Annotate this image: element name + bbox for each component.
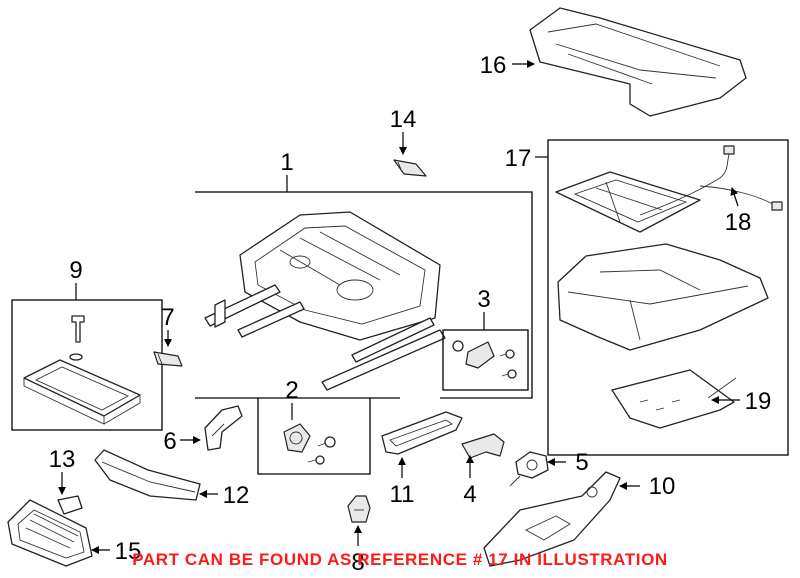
part-11-frame xyxy=(381,411,463,455)
callout-13: 13 xyxy=(49,446,76,473)
callout-1: 1 xyxy=(280,149,293,176)
part-14-connector xyxy=(393,159,427,177)
part-13-clip xyxy=(57,495,83,515)
callout-5: 5 xyxy=(575,449,588,476)
callout-16: 16 xyxy=(480,52,507,79)
seat-frame-group xyxy=(195,175,533,475)
callout-9: 9 xyxy=(69,257,82,284)
part-6-cover xyxy=(204,405,243,451)
callout-2: 2 xyxy=(285,377,298,404)
seat-cushion-foam xyxy=(557,243,769,351)
part-7-cap xyxy=(153,351,183,367)
callout-7: 7 xyxy=(161,304,174,331)
callout-3: 3 xyxy=(477,286,490,313)
part-16-seat-cushion-cover xyxy=(529,7,747,117)
wiring-harness xyxy=(639,145,783,216)
part-5-motor xyxy=(509,451,549,487)
component-17-box xyxy=(547,139,789,456)
callout-15: 15 xyxy=(115,538,142,565)
seat-frame xyxy=(204,211,446,391)
callout-19: 19 xyxy=(745,388,772,415)
callout-4: 4 xyxy=(463,481,476,508)
part-12-trim xyxy=(94,449,201,501)
callout-18-arrow xyxy=(730,187,739,207)
part-15-drawer xyxy=(7,499,93,567)
callout-12: 12 xyxy=(223,482,250,509)
part-19-mat xyxy=(611,369,737,429)
callout-6: 6 xyxy=(163,428,176,455)
callout-8: 8 xyxy=(351,549,364,576)
part-8-switch xyxy=(347,495,371,523)
component-3-box xyxy=(442,329,529,391)
callout-11: 11 xyxy=(390,481,415,508)
callout-14: 14 xyxy=(390,106,417,133)
frame-box-outline xyxy=(195,191,533,475)
callout-18: 18 xyxy=(725,209,752,236)
part-4-cover xyxy=(461,433,505,459)
recliner-bracket xyxy=(452,340,517,379)
height-adjuster xyxy=(283,423,336,465)
callout-17: 17 xyxy=(505,145,532,172)
component-9-box xyxy=(11,299,163,431)
part-10-side-shield xyxy=(483,471,621,567)
storage-tray xyxy=(23,315,141,425)
seat-heater-pad xyxy=(555,171,701,233)
callout-10: 10 xyxy=(649,473,676,500)
reference-note: PART CAN BE FOUND AS REFERENCE # 17 IN I… xyxy=(132,550,668,569)
